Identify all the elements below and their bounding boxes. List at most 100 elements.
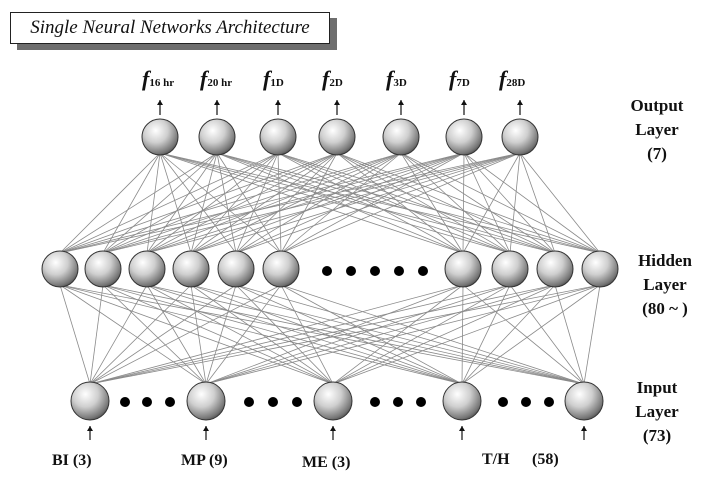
hidden-node-8 <box>536 250 574 288</box>
output-arrow-head <box>334 100 340 105</box>
network-nodes <box>41 118 619 421</box>
edge-hidden-output <box>159 152 556 254</box>
input-ellipsis-dot <box>393 397 403 407</box>
edge-hidden-output <box>235 152 279 254</box>
output-symbol: f <box>200 66 208 91</box>
hidden-node-5 <box>262 250 300 288</box>
output-symbol: f <box>263 66 271 91</box>
output-subscript: 7D <box>456 77 470 89</box>
edge-hidden-output <box>146 152 218 254</box>
edge-input-hidden <box>235 284 585 385</box>
edge-input-hidden <box>102 284 207 385</box>
edge-hidden-output <box>59 152 338 254</box>
output-arrow-head <box>157 100 163 105</box>
edge-input-hidden <box>59 284 463 385</box>
edge-hidden-output <box>277 152 556 254</box>
edge-input-hidden <box>205 284 511 385</box>
edge-hidden-output <box>102 152 279 254</box>
edge-hidden-output <box>59 152 218 254</box>
edge-input-hidden <box>332 284 601 385</box>
output-symbol: f <box>142 66 150 91</box>
output-symbol: f <box>449 66 457 91</box>
edge-hidden-output <box>102 152 161 254</box>
hidden-ellipsis-dot <box>370 266 380 276</box>
output-layer-word: Layer <box>635 120 679 139</box>
output-layer-label: Output Layer (7) <box>612 94 702 166</box>
edge-hidden-output <box>190 152 402 254</box>
edge-input-hidden <box>190 284 463 385</box>
output-node-2 <box>259 118 297 156</box>
input-group-me: ME (3) <box>302 454 351 471</box>
edge-input-hidden <box>554 284 585 385</box>
edge-hidden-output <box>216 152 556 254</box>
input-layer-count: (73) <box>642 426 672 445</box>
edge-hidden-output <box>190 152 338 254</box>
ellipsis-dots <box>120 266 554 407</box>
output-label-0: f16 hr <box>142 66 174 92</box>
input-ellipsis-dot <box>544 397 554 407</box>
edge-hidden-output <box>146 152 465 254</box>
hidden-ellipsis-dot <box>322 266 332 276</box>
output-arrow-head <box>461 100 467 105</box>
edge-input-hidden <box>89 284 237 385</box>
edge-hidden-output <box>280 152 521 254</box>
edge-hidden-output <box>102 152 402 254</box>
edge-hidden-output <box>190 152 521 254</box>
input-ellipsis-dot <box>268 397 278 407</box>
hidden-node-2 <box>128 250 166 288</box>
edge-input-hidden <box>461 284 601 385</box>
edge-hidden-output <box>159 152 601 254</box>
hidden-layer-name: Hidden <box>638 251 692 270</box>
output-label-2: f1D <box>263 66 284 92</box>
output-label-1: f20 hr <box>200 66 232 92</box>
input-ellipsis-dot <box>370 397 380 407</box>
edge-input-hidden <box>205 284 601 385</box>
edge-hidden-output <box>277 152 282 254</box>
edge-hidden-output <box>59 152 402 254</box>
input-arrow-head <box>87 426 93 431</box>
edge-input-hidden <box>59 284 91 385</box>
output-subscript: 2D <box>329 77 343 89</box>
edge-input-hidden <box>461 284 464 385</box>
input-ellipsis-dot <box>292 397 302 407</box>
output-subscript: 3D <box>393 77 407 89</box>
edge-hidden-output <box>102 152 465 254</box>
edge-hidden-output <box>102 152 218 254</box>
edge-hidden-output <box>159 152 192 254</box>
edge-input-hidden <box>205 284 556 385</box>
edge-input-hidden <box>205 284 464 385</box>
hidden-node-3 <box>172 250 210 288</box>
output-subscript: 20 hr <box>207 77 233 89</box>
title-box: Single Neural Networks Architecture <box>10 12 330 44</box>
input-layer-word: Layer <box>635 402 679 421</box>
edge-hidden-output <box>277 152 511 254</box>
input-group-mp: MP (9) <box>181 452 228 469</box>
output-node-3 <box>318 118 356 156</box>
hidden-node-6 <box>444 250 482 288</box>
edge-hidden-output <box>235 152 521 254</box>
output-node-6 <box>501 118 539 156</box>
edge-input-hidden <box>461 284 511 385</box>
output-node-5 <box>445 118 483 156</box>
edge-hidden-output <box>190 152 465 254</box>
output-label-5: f7D <box>449 66 470 92</box>
output-symbol: f <box>499 66 507 91</box>
edge-hidden-output <box>509 152 521 254</box>
edge-hidden-output <box>102 152 521 254</box>
edge-hidden-output <box>59 152 465 254</box>
edge-hidden-output <box>235 152 402 254</box>
edge-hidden-output <box>216 152 511 254</box>
output-symbol: f <box>386 66 394 91</box>
edge-hidden-output <box>59 152 521 254</box>
edge-hidden-output <box>463 152 601 254</box>
edge-input-hidden <box>190 284 207 385</box>
edge-hidden-output <box>216 152 601 254</box>
input-arrow-head <box>459 426 465 431</box>
output-subscript: 1D <box>270 77 284 89</box>
edge-input-hidden <box>102 284 463 385</box>
edge-hidden-output <box>102 152 338 254</box>
edge-input-hidden <box>509 284 585 385</box>
edge-input-hidden <box>205 284 237 385</box>
output-arrow-head <box>517 100 523 105</box>
edge-input-hidden <box>59 284 585 385</box>
